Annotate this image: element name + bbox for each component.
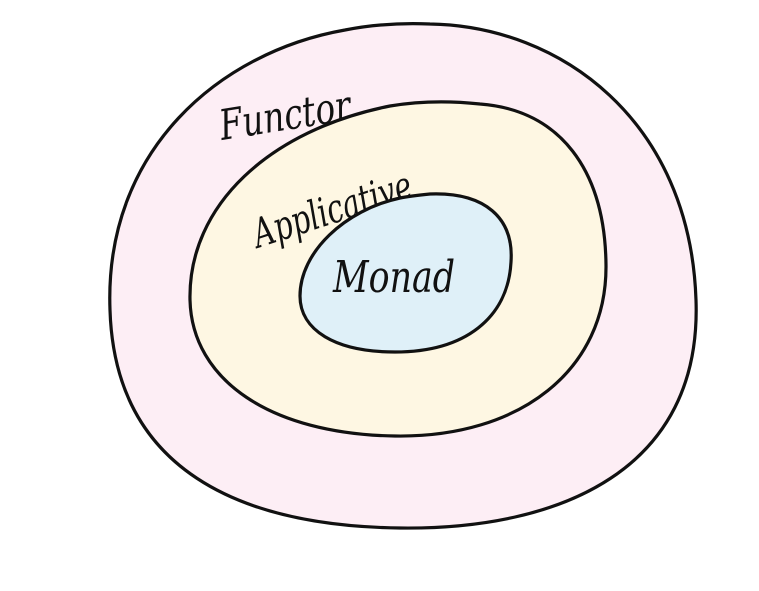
monad-ring [298, 192, 513, 354]
monad-set: Monad [298, 192, 513, 354]
monad-label: Monad [332, 252, 455, 303]
